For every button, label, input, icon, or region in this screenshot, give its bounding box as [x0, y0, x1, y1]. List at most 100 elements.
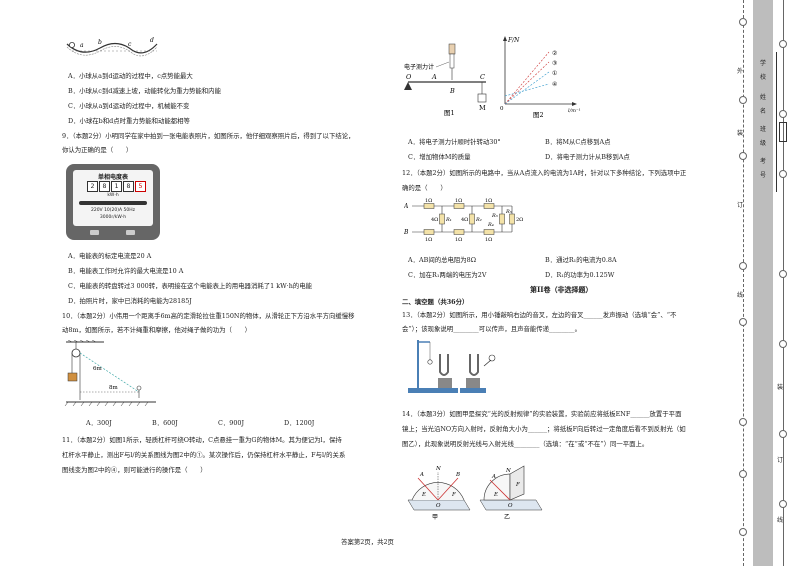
force-graph-figure-2: F/N l/m⁻¹ 0 ② ③ ① ④ 图2 — [500, 36, 581, 118]
tuning-fork-figure — [408, 340, 496, 393]
q11-option-c: C．增加物体M的质量 — [408, 153, 471, 161]
q12-stem-line2: 确的是（ ） — [402, 184, 447, 192]
yi-label-n: N — [505, 468, 511, 474]
q12-option-d: D．R₁的功率为0.125W — [545, 271, 615, 279]
resistor-circuit-figure: A B 1Ω 1Ω 1Ω 1Ω 1Ω 1Ω 4Ω R₁ R₂ R₃ 4Ω 2Ω … — [404, 198, 523, 242]
q9-stem-line1: 9．（本题2分）小明同学在家中拍到一张电能表照片，如图所示，他仔细观察照片后，得… — [62, 132, 355, 140]
circuit-r2: R₂ — [475, 217, 482, 223]
binding-circle — [739, 470, 747, 478]
binding-label-ji: 级 — [759, 140, 766, 147]
q11-stem-line3: 图线变为图2中的④，则可能进行的操作是（ ） — [62, 466, 207, 474]
fig1-caption: 图1 — [444, 109, 455, 117]
meter-digits: 2 8 1 8 5 — [87, 181, 147, 192]
pulley-label-6m: 6m — [93, 366, 102, 372]
binding-circle — [739, 152, 747, 160]
graph-ylabel: F/N — [507, 37, 520, 44]
q11-option-a: A．将电子测力计顺时针转动30° — [408, 138, 501, 146]
yi-label-e: E — [493, 492, 498, 498]
q10-stem-line1: 10．（本题2分）小伟用一个距离手6m高的定滑轮拉住重150N的物体，从滑轮正下… — [62, 312, 355, 320]
binding-circle-inner — [779, 40, 787, 48]
lever-point-a: A — [431, 73, 437, 81]
q12-option-c: C．加在R₁两端的电压为2V — [408, 271, 487, 279]
jia-label-f: F — [451, 492, 456, 498]
q10-option-c: C．900J — [218, 419, 245, 427]
circuit-node-a: A — [404, 203, 409, 210]
section-2-title: 二、填空题（共36分） — [402, 298, 469, 306]
binding-circle-inner — [779, 340, 787, 348]
graph-line-2: ② — [552, 50, 557, 57]
binding-marker-ding-inner: 订 — [777, 457, 784, 464]
circuit-r-top-2: 1Ω — [455, 198, 462, 204]
binding-circle — [739, 528, 747, 536]
q10-stem-line2: 动8m，如图所示，若不计绳重和摩擦，他对绳子做的功为（ ） — [62, 326, 252, 334]
q11-option-d: D．将电子测力计从B移到A点 — [545, 153, 630, 161]
jia-label-b: B — [455, 472, 460, 478]
binding-marker-xian-inner: 线 — [777, 517, 784, 524]
binding-marker-xian: 线 — [737, 292, 744, 299]
binding-fill-line — [776, 52, 777, 192]
q9-option-d: D．拍照片时，家中已消耗的电能为28185J — [68, 297, 192, 305]
q9-option-b: B．电能表工作时允许的最大电流是10 A — [68, 267, 184, 275]
graph-line-3: ③ — [552, 60, 557, 67]
binding-label-xue: 学 — [759, 60, 766, 67]
q8-option-b: B．小球从c到d减速上坡，动能转化为重力势能和内能 — [68, 87, 221, 95]
q11-option-b: B．将M从C点移到A点 — [545, 138, 611, 146]
q11-stem-line2: 杠杆水平静止，测出F与l/的关系图线为图2中的①。某次操作后，仍保持杠杆水平静止… — [62, 451, 346, 459]
meter-digit: 8 — [123, 181, 134, 192]
meter-digit: 2 — [87, 181, 98, 192]
binding-strip: 外 装 订 线 装 订 线 学 校 姓 名 班 级 考 号 — [735, 0, 800, 566]
binding-label-kao: 考 — [759, 158, 766, 165]
binding-circle — [739, 262, 747, 270]
binding-dashed-line — [743, 0, 744, 566]
circuit-r-top-1: 1Ω — [425, 198, 432, 204]
jia-label-n: N — [435, 466, 441, 472]
lever-point-c: C — [480, 73, 485, 81]
q8-option-d: D．小球在b和d点时重力势能和动能都相等 — [68, 117, 190, 125]
meter-disc — [79, 201, 147, 205]
meter-unit: kW·h — [107, 193, 119, 198]
meter-spec-2: 3000r/kW·h — [99, 215, 127, 220]
binding-label-xing: 姓 — [759, 94, 766, 101]
q12-option-b: B．通过R₁的电流为0.8A — [545, 256, 617, 264]
q10-option-d: D．1200J — [284, 419, 315, 427]
reflection-figure-yi: A N E F O 乙 — [479, 465, 543, 521]
yi-label-a: A — [491, 474, 496, 480]
q14-line2: 镜上；当光沿NO方向入射时，反射角大小为______；将纸板F向后转过一定角度后… — [402, 425, 686, 433]
q9-option-c: C．电能表的转盘转过3 000转，表明接在这个电能表上的用电器消耗了1 kW·h… — [68, 282, 312, 290]
meter-digit: 8 — [99, 181, 110, 192]
binding-circle — [739, 18, 747, 26]
q10-option-b: B．600J — [152, 419, 178, 427]
meter-spec-1: 220V 10(20)A 50Hz — [90, 208, 136, 213]
meter-terminal-right — [126, 230, 135, 235]
part-2-title: 第II卷（非选择题） — [530, 285, 593, 294]
binding-label-ban: 班 — [759, 126, 766, 133]
circuit-r-4ohm-b: 4Ω — [461, 217, 468, 223]
binding-label-xiao: 校 — [759, 74, 766, 81]
binding-circle — [739, 418, 747, 426]
circuit-r-4ohm-a: 4Ω — [431, 217, 438, 223]
binding-gray-band — [753, 0, 773, 566]
q12-stem-line1: 12．（本题2分）如图所示的电路中，当从A点流入的电流为1A时，针对以下多种结论… — [402, 169, 687, 177]
binding-circle — [739, 96, 747, 104]
circuit-r-top-3: 1Ω — [485, 198, 492, 204]
binding-label-hao: 号 — [759, 172, 766, 179]
graph-line-4: ④ — [552, 81, 557, 88]
fig14-caption-yi: 乙 — [504, 514, 510, 521]
fig14-caption-jia: 甲 — [432, 514, 438, 521]
binding-circle — [739, 318, 747, 326]
circuit-r4: R₄ — [487, 222, 494, 228]
binding-circle-inner — [779, 170, 787, 178]
meter-face: 单相电度表 2 8 1 8 5 kW·h 220V 10(20)A 50Hz 3… — [73, 170, 153, 226]
page-footer: 答案第2页，共2页 — [341, 538, 394, 546]
jia-label-o: O — [436, 503, 441, 509]
lever-mass-label: M — [479, 104, 486, 112]
yi-label-f: F — [515, 482, 520, 488]
meter-digit: 1 — [111, 181, 122, 192]
q14-line1: 14．（本题3分）如图甲是探究“光的反射规律”的实验装置，实验前应将纸板ENF_… — [402, 410, 682, 418]
lever-label-force-meter: 电子测力计 — [404, 63, 434, 71]
lever-figure-1: 电子测力计 O A B C M 图1 — [404, 43, 487, 117]
q8-track-figure: a b c d — [66, 37, 158, 57]
q12-option-a: A．AB间的总电阻为8Ω — [408, 256, 477, 264]
q10-option-a: A．300J — [86, 419, 112, 427]
binding-label-ming: 名 — [759, 108, 766, 115]
